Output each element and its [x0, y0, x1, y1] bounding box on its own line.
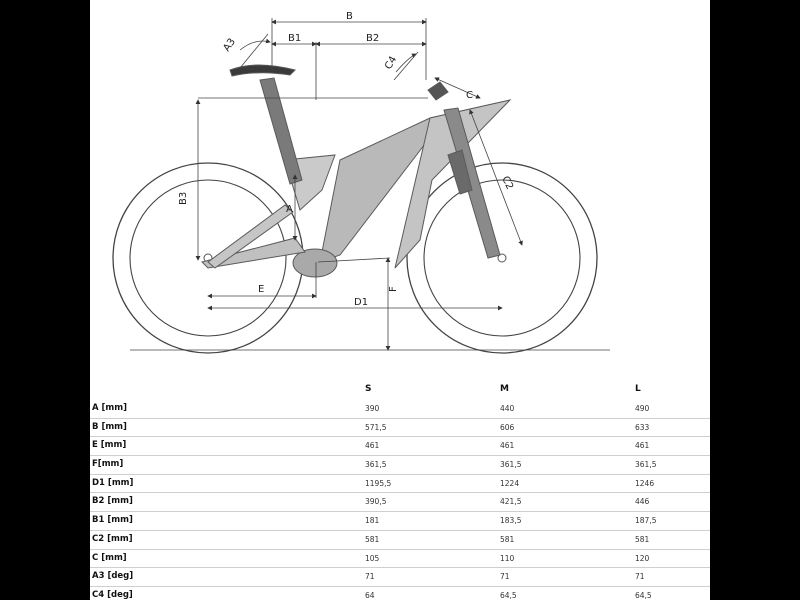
cell-size-s: 105 — [365, 553, 380, 563]
cell-size-l: 361,5 — [635, 460, 657, 470]
dim-label-a3: A3 — [221, 37, 238, 54]
front-wheel — [406, 162, 598, 354]
cell-size-s: 581 — [365, 534, 380, 544]
row-label: B1 [mm] — [92, 515, 133, 526]
table-row: B [mm] 571,5 606 633 — [90, 419, 710, 438]
cell-size-m: 110 — [500, 553, 515, 563]
cell-size-l: 446 — [635, 497, 650, 507]
cell-size-m: 461 — [500, 441, 515, 451]
cell-size-s: 461 — [365, 441, 380, 451]
cell-size-m: 606 — [500, 422, 515, 432]
dim-label-d1: D1 — [354, 297, 368, 308]
cell-size-s: 1195,5 — [365, 478, 392, 488]
table-row: C2 [mm] 581 581 581 — [90, 531, 710, 550]
cell-size-s: 390,5 — [365, 497, 387, 507]
dim-label-e: E — [258, 284, 264, 295]
table-row: A [mm] 390 440 490 — [90, 400, 710, 419]
row-label: D1 [mm] — [92, 477, 134, 488]
table-row: F[mm] 361,5 361,5 361,5 — [90, 456, 710, 475]
dim-label-a: A — [286, 204, 293, 215]
dim-label-b2: B2 — [366, 33, 379, 44]
row-label: C2 [mm] — [92, 533, 133, 544]
cell-size-s: 571,5 — [365, 422, 387, 432]
cell-size-m: 1224 — [500, 478, 520, 488]
table-row: B1 [mm] 181 183,5 187,5 — [90, 512, 710, 531]
table-row: C4 [deg] 64 64,5 64,5 — [90, 587, 710, 600]
cell-size-m: 71 — [500, 572, 510, 582]
dimension-lines — [130, 18, 610, 351]
geometry-sheet: B B1 B2 B3 A A3 C C2 C4 E D1 F S M L A [… — [90, 0, 710, 600]
table-row: D1 [mm] 1195,5 1224 1246 — [90, 475, 710, 494]
cell-size-s: 181 — [365, 516, 380, 526]
row-label: B [mm] — [92, 421, 127, 432]
rear-wheel — [112, 162, 304, 354]
cell-size-s: 71 — [365, 572, 375, 582]
cell-size-m: 183,5 — [500, 516, 522, 526]
cell-size-m: 440 — [500, 404, 515, 413]
dim-label-c4: C4 — [383, 54, 399, 71]
dim-label-f: F — [388, 286, 399, 292]
size-header-l: L — [635, 384, 641, 394]
dim-label-b3: B3 — [178, 192, 189, 205]
bike-geometry-diagram: B B1 B2 B3 A A3 C C2 C4 E D1 F — [112, 11, 610, 354]
row-label: A3 [deg] — [92, 571, 134, 582]
row-label: C4 [deg] — [92, 589, 133, 600]
table-row: C [mm] 105 110 120 — [90, 550, 710, 569]
cell-size-m: 581 — [500, 534, 515, 544]
row-label: A [mm] — [92, 403, 128, 413]
row-label: C [mm] — [92, 552, 127, 563]
size-header-s: S — [365, 384, 372, 394]
dim-label-c2: C2 — [499, 175, 515, 192]
table-row: E [mm] 461 461 461 — [90, 437, 710, 457]
cell-size-m: 64,5 — [500, 590, 517, 600]
cell-size-l: 461 — [635, 441, 650, 451]
dim-label-b: B — [346, 11, 353, 22]
dim-label-b1: B1 — [288, 33, 301, 44]
cell-size-l: 71 — [635, 572, 645, 582]
bike-frame — [201, 64, 512, 278]
size-header-m: M — [500, 384, 509, 394]
row-label: B2 [mm] — [92, 496, 133, 507]
geometry-table: S M L A [mm] 390 440 490 B [mm] 571,5 60… — [90, 380, 710, 600]
cell-size-s: 390 — [365, 404, 380, 413]
cell-size-l: 64,5 — [635, 590, 652, 600]
cell-size-l: 633 — [635, 422, 650, 432]
row-label: E [mm] — [92, 440, 127, 451]
table-row: B2 [mm] 390,5 421,5 446 — [90, 493, 710, 513]
table-row: A3 [deg] 71 71 71 — [90, 568, 710, 587]
cell-size-m: 421,5 — [500, 497, 522, 507]
cell-size-l: 490 — [635, 404, 650, 413]
cell-size-l: 187,5 — [635, 516, 657, 526]
table-header-row: S M L — [90, 380, 710, 400]
cell-size-l: 581 — [635, 534, 650, 544]
dim-label-c: C — [466, 90, 473, 101]
cell-size-l: 1246 — [635, 478, 655, 488]
cell-size-s: 361,5 — [365, 460, 387, 470]
row-label: F[mm] — [92, 459, 124, 470]
cell-size-s: 64 — [365, 590, 375, 600]
cell-size-l: 120 — [635, 553, 650, 563]
cell-size-m: 361,5 — [500, 460, 522, 470]
